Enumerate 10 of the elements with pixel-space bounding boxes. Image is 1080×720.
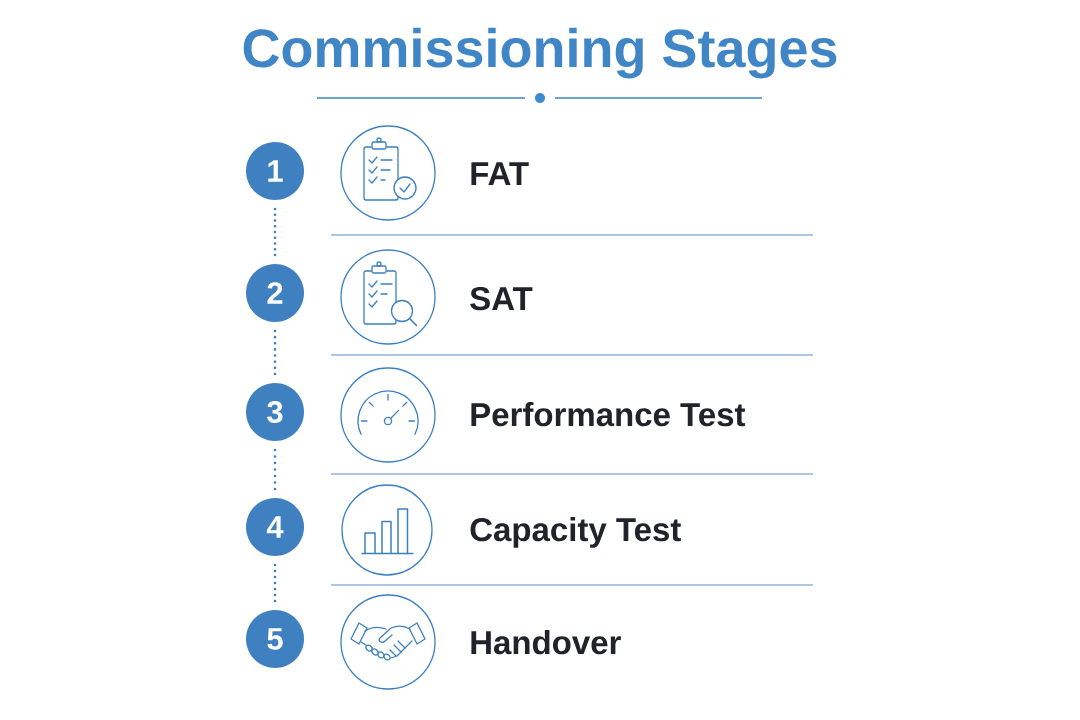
stage-label: Capacity Test: [470, 517, 681, 548]
dotted-connector: [273, 207, 277, 257]
dotted-connector: [273, 563, 277, 603]
stage-label: FAT: [471, 162, 529, 185]
stage-label: SAT: [470, 286, 533, 311]
dotted-connector: [273, 448, 277, 491]
title: Commissioning Stages: [243, 27, 837, 79]
dotted-connector: [273, 329, 277, 376]
stage-label: Performance Test: [471, 402, 746, 427]
stage-label: Handover: [471, 630, 621, 655]
